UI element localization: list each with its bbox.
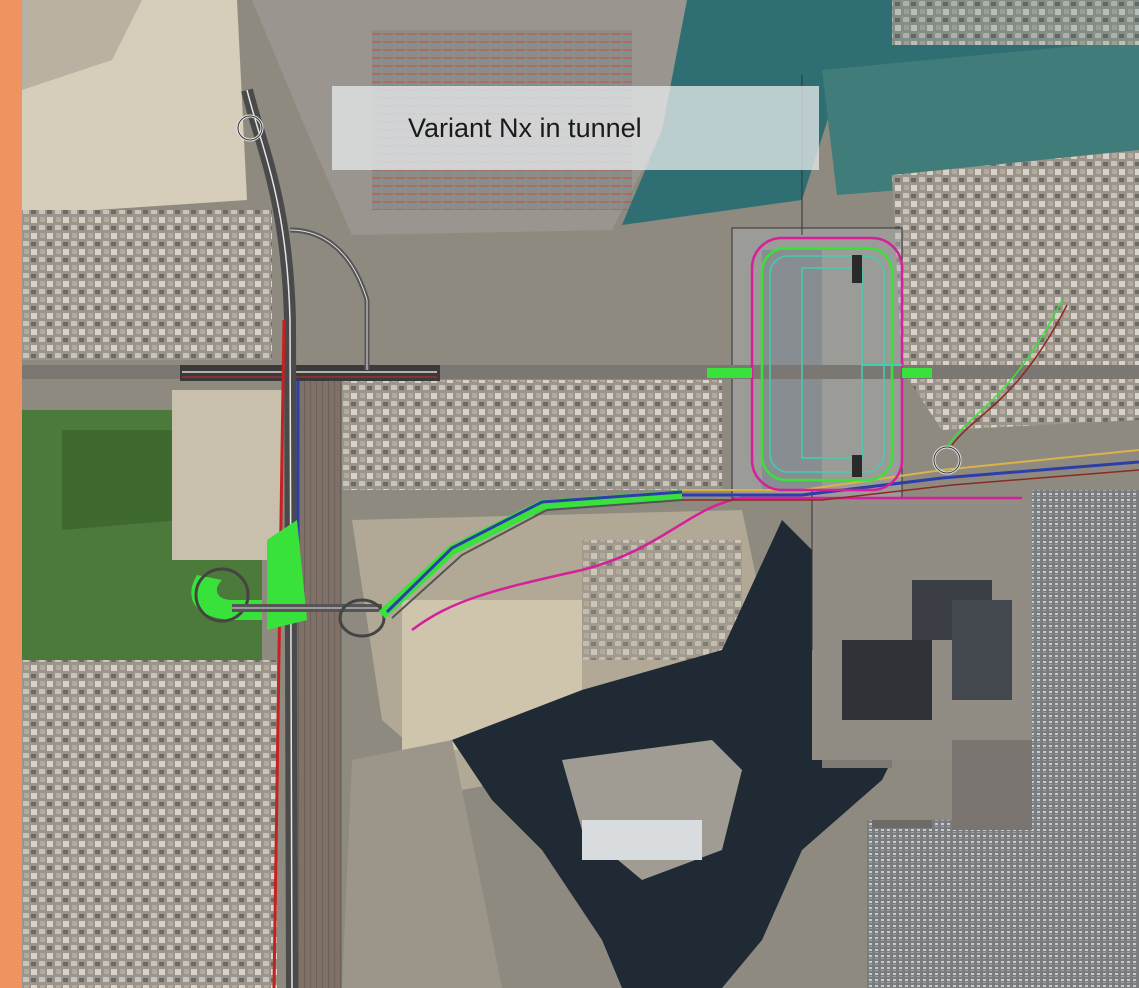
car-park-east bbox=[1032, 490, 1139, 988]
title-banner: Variant Nx in tunnel bbox=[332, 86, 819, 170]
urban-area-center bbox=[342, 380, 722, 490]
road-junction-west bbox=[180, 365, 440, 381]
map-title: Variant Nx in tunnel bbox=[408, 112, 642, 143]
urban-area-northwest bbox=[22, 210, 272, 360]
urban-area-east bbox=[892, 150, 1139, 430]
car-park-south bbox=[867, 820, 1032, 988]
magenta-alignment bbox=[411, 496, 1022, 632]
aerial-map: Variant Nx in tunnel bbox=[22, 0, 1139, 988]
urban-area-southwest bbox=[22, 660, 277, 988]
red-alignment-west bbox=[272, 319, 286, 988]
